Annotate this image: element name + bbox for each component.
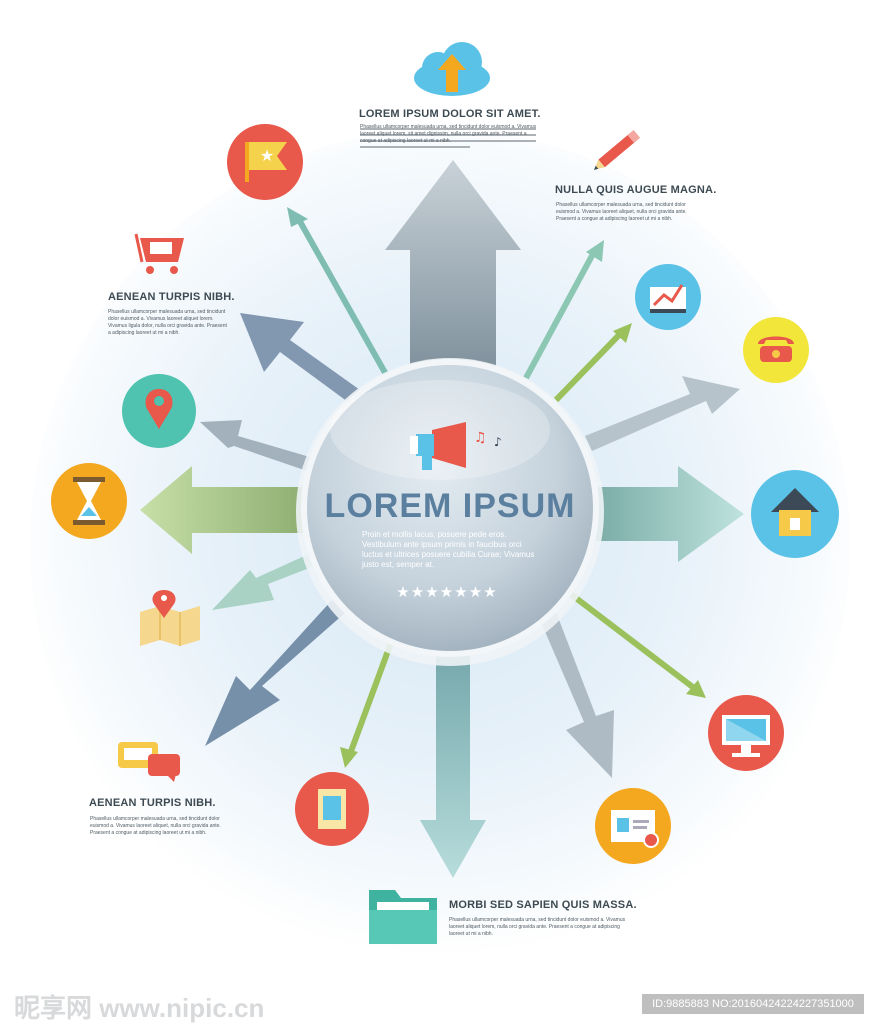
home-icon (751, 470, 839, 558)
rating-star: ★ (483, 583, 496, 601)
megaphone-icon: ♫ ♪ (410, 422, 502, 470)
folder-icon (369, 890, 437, 944)
thin-arrow-bottom-head (340, 747, 358, 768)
thin-arrow-right-mid-head (613, 323, 632, 343)
cart-icon (134, 233, 184, 274)
hub-body: Proin et mollis lacus, posuere pede eros… (362, 530, 535, 569)
arrow-up-left (240, 313, 360, 402)
arrow-up (385, 160, 521, 380)
arrow-right (570, 466, 744, 562)
thin-arrow-bottom (347, 638, 395, 756)
thin-arrow-right-mid (553, 331, 623, 403)
arrow-down (420, 630, 486, 878)
body-top: Phasellus ullamcorper malesuada urna, se… (360, 124, 537, 144)
rating-star: ★ (411, 583, 424, 601)
svg-text:★: ★ (260, 146, 274, 165)
pencil-icon (593, 130, 641, 170)
rating-stars: ★★★★★★★ (396, 583, 496, 601)
body-left: Phasellus ullamcorper malesuada urna, se… (108, 309, 227, 336)
heading-top-right: NULLA QUIS AUGUE MAGNA. (555, 184, 717, 196)
arrow-left-small (200, 420, 320, 474)
arrow-left (140, 466, 330, 554)
heading-bottom-left: AENEAN TURPIS NIBH. (89, 797, 216, 809)
flag-star-icon: ★ (227, 124, 303, 200)
body-bottom: Phasellus ullamcorper malesuada urna, se… (449, 917, 626, 937)
rating-star: ★ (454, 583, 467, 601)
graph-icon (635, 264, 701, 330)
monitor-icon (708, 695, 784, 771)
body-bottom-left: Phasellus ullamcorper malesuada urna, se… (90, 816, 221, 836)
hub: ♫ ♪ ★★★★★★★ (296, 358, 604, 666)
svg-text:♫: ♫ (474, 430, 487, 446)
body-top-right: Phasellus ullamcorper malesuada urna, se… (556, 202, 687, 222)
id-card-icon (595, 788, 671, 864)
thin-arrow-top-left (295, 216, 391, 380)
cloud-upload-icon (414, 42, 490, 96)
rating-star: ★ (396, 583, 409, 601)
thin-arrow-top-right (523, 250, 597, 380)
map-icon (140, 590, 200, 646)
chat-icon (118, 742, 180, 782)
telephone-icon (743, 317, 809, 383)
location-pin-icon (122, 374, 196, 448)
thin-arrow-bottom-right (566, 589, 696, 691)
heading-bottom: MORBI SED SAPIEN QUIS MASSA. (449, 899, 637, 911)
icon-circles: ★ (51, 42, 839, 944)
arrow-down-left (205, 600, 346, 746)
watermark-logo: 昵享网 www.nipic.cn (14, 993, 265, 1023)
watermark-id: ID:9885883 NO:20160424224227351000 (642, 994, 864, 1014)
rating-star: ★ (425, 583, 438, 601)
heading-left: AENEAN TURPIS NIBH. (108, 291, 235, 303)
arrow-down-left-small (212, 548, 330, 610)
arrow-right-upper (585, 376, 740, 451)
text-placeholder-lines (360, 128, 536, 148)
heading-top: LOREM IPSUM DOLOR SIT AMET. (359, 108, 541, 120)
document-icon (295, 772, 369, 846)
rating-star: ★ (469, 583, 482, 601)
thin-arrow-bottom-right-head (686, 680, 706, 698)
arrow-down-right (540, 612, 614, 778)
svg-text:♪: ♪ (494, 435, 502, 449)
hub-circle (301, 359, 599, 657)
thin-arrow-top-left-head (287, 207, 308, 227)
arrows (140, 160, 744, 878)
hourglass-icon (51, 463, 127, 539)
thin-arrows (287, 207, 706, 768)
rating-star: ★ (440, 583, 453, 601)
hub-title: LOREM IPSUM (324, 487, 576, 525)
thin-arrow-top-right-head (586, 240, 604, 262)
